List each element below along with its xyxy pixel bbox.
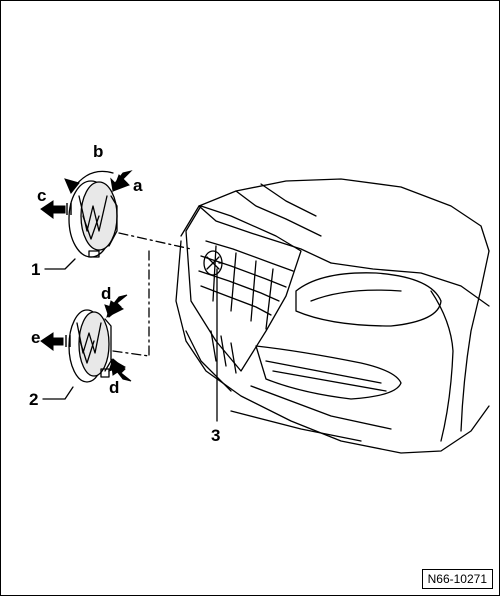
callout-direction-d-bottom: d [109, 378, 120, 397]
callout-direction-d-top: d [101, 284, 112, 303]
badge-holder [203, 250, 223, 276]
direction-arrows [40, 170, 133, 382]
radiator-grille [185, 205, 302, 392]
emblem-upper [68, 180, 118, 258]
callout-direction-e: e [31, 328, 41, 347]
callout-part-1: 1 [31, 260, 41, 279]
emblem-lower [68, 309, 112, 383]
alignment-lines [112, 232, 192, 357]
car-front [175, 178, 490, 454]
arrow-c [40, 200, 66, 219]
leader-lines [42, 258, 218, 422]
callout-direction-c: c [37, 186, 47, 205]
callout-direction-b: b [93, 142, 104, 161]
arrow-b [64, 178, 80, 194]
callout-part-3: 3 [211, 426, 221, 445]
callout-part-2: 2 [29, 390, 39, 409]
callout-direction-a: a [133, 176, 143, 195]
motion-ticks [65, 203, 72, 347]
reference-code: N66-10271 [421, 569, 493, 589]
arrow-e [40, 332, 64, 351]
